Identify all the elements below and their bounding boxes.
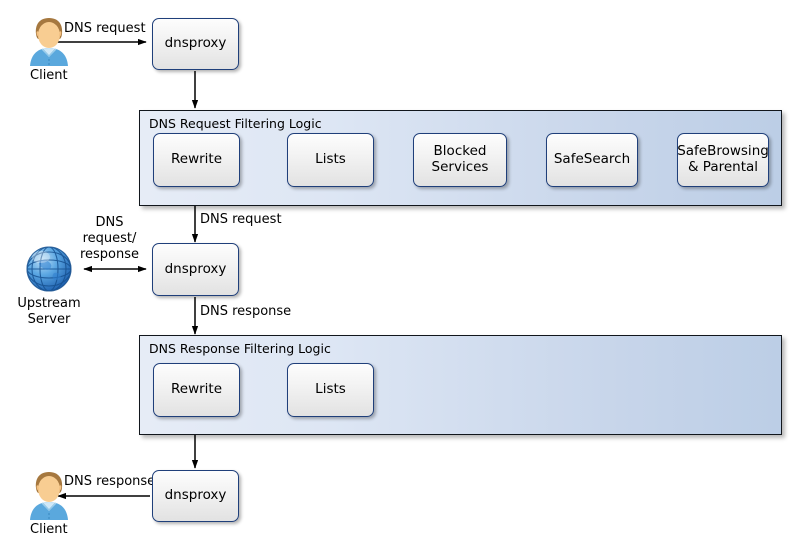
upstream-edge-line3: response [79,246,140,262]
safebrowsing-line2: & Parental [687,159,759,175]
actor-label-upstream: Upstream Server [10,296,88,328]
request-stage-lists-label: Lists [315,151,346,168]
upstream-label-line1: Upstream [17,296,81,311]
dnsproxy-bottom-label: dnsproxy [164,487,227,504]
edge-label-proxy-to-client: DNS response [64,474,156,489]
upstream-label-line2: Server [27,311,71,327]
request-stage-safebrowsing-parental[interactable]: SafeBrowsing & Parental [677,133,769,187]
globe-icon [23,243,75,295]
request-stage-safesearch-label: SafeSearch [553,151,631,168]
response-stage-lists-label: Lists [315,381,346,398]
dnsproxy-middle-box[interactable]: dnsproxy [152,243,239,296]
edge-label-client-to-proxy: DNS request [64,21,146,36]
dnsproxy-bottom-box[interactable]: dnsproxy [152,470,239,522]
actor-label-client-bottom: Client [30,522,68,537]
edge-label-proxy-to-response-panel: DNS response [200,304,292,319]
request-stage-lists[interactable]: Lists [287,133,374,187]
request-panel-title: DNS Request Filtering Logic [149,116,322,131]
dnsproxy-middle-label: dnsproxy [164,260,227,277]
edge-label-request-panel-to-proxy: DNS request [200,212,282,227]
actor-label-client-top: Client [30,68,68,83]
response-stage-rewrite-label: Rewrite [170,381,223,398]
user-icon [24,468,74,520]
request-stage-safesearch[interactable]: SafeSearch [546,133,638,187]
dnsproxy-top-label: dnsproxy [164,35,227,52]
request-stage-rewrite[interactable]: Rewrite [153,133,240,187]
request-stage-rewrite-label: Rewrite [170,151,223,168]
response-panel-title: DNS Response Filtering Logic [149,341,331,356]
user-icon [24,14,74,66]
upstream-edge-line1: DNS [95,215,124,230]
request-stage-safebrowsing-label: SafeBrowsing & Parental [677,143,769,176]
response-stage-lists[interactable]: Lists [287,363,374,417]
blocked-services-line2: Services [431,159,489,175]
dns-response-filtering-panel: DNS Response Filtering Logic [139,335,782,435]
request-stage-blocked-services-label: Blocked Services [431,143,489,176]
response-stage-rewrite[interactable]: Rewrite [153,363,240,417]
blocked-services-line1: Blocked [433,143,487,160]
edge-label-proxy-to-upstream: DNS request/ response [72,215,147,263]
upstream-edge-line2: request/ [82,230,137,246]
dnsproxy-top-box[interactable]: dnsproxy [152,18,239,70]
request-stage-blocked-services[interactable]: Blocked Services [413,133,507,187]
safebrowsing-line1: SafeBrowsing [677,143,769,160]
